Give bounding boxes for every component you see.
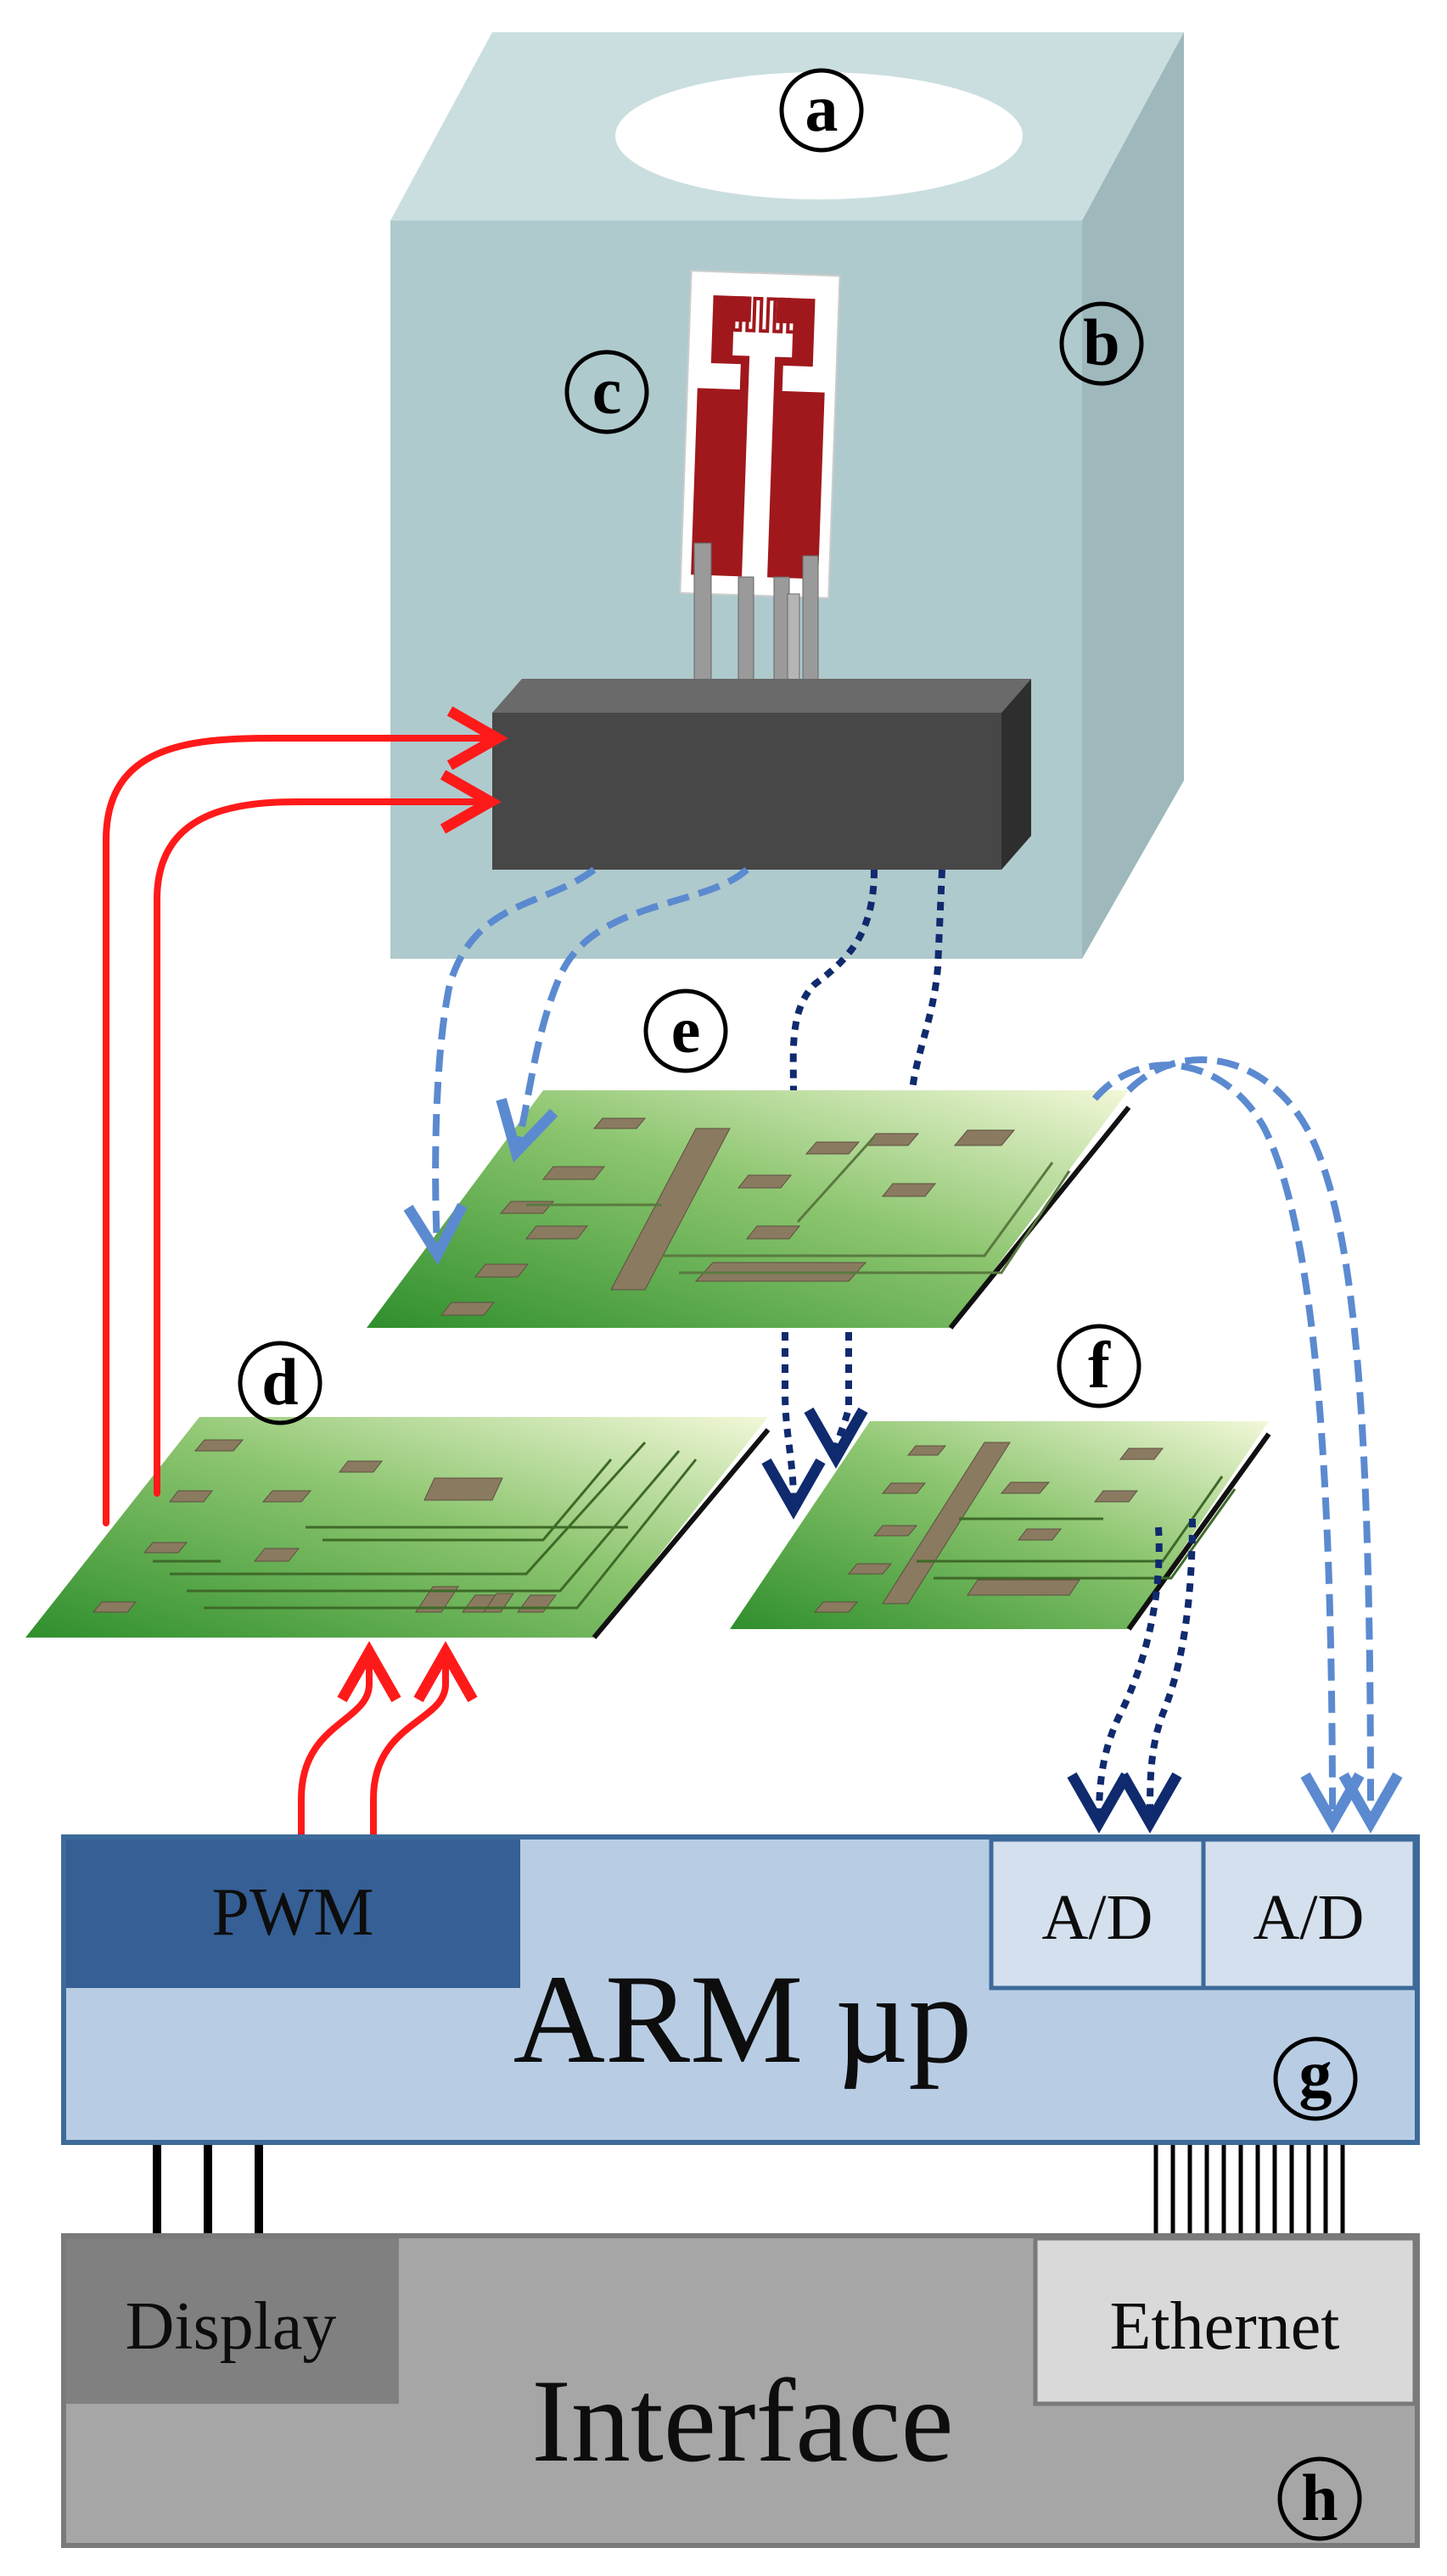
arm-processor: PWM A/D A/D ARM µp <box>61 1834 1420 2145</box>
svg-text:h: h <box>1301 2461 1338 2534</box>
svg-text:c: c <box>592 354 622 428</box>
db-arrow-adc1-2 <box>1118 1518 1196 1834</box>
lb-arrow-adc2-2 <box>1126 1056 1403 1834</box>
svg-text:e: e <box>671 993 701 1067</box>
db-arrow-f-2 <box>804 1332 868 1469</box>
adc-block-1 <box>989 1837 1206 1991</box>
svg-text:a: a <box>805 71 838 145</box>
connector-block <box>492 679 1031 870</box>
ethernet-block <box>1033 2236 1417 2406</box>
label-f: f <box>1057 1324 1141 1408</box>
arm-title: ARM µp <box>513 1949 973 2090</box>
sensor <box>679 270 841 722</box>
light-blue-arrows <box>403 866 1403 1834</box>
sensor-trace-left <box>691 295 752 577</box>
pcb-f <box>730 1421 1271 1631</box>
label-d: d <box>238 1341 322 1425</box>
pcb-d <box>25 1417 771 1639</box>
sensor-trace-right <box>767 297 825 580</box>
adc-label-1: A/D <box>1042 1882 1153 1953</box>
label-b: b <box>1059 301 1144 386</box>
db-arrow-adc1-1 <box>1067 1526 1163 1834</box>
pwm-label: PWM <box>211 1875 373 1950</box>
bus-ethernet <box>1153 2145 1345 2233</box>
interface-title: Interface <box>531 2355 953 2487</box>
db-arrow-e-1 <box>789 869 878 1091</box>
chamber-opening <box>615 72 1023 199</box>
adc-label-2: A/D <box>1254 1882 1365 1953</box>
interface: Display Ethernet Interface <box>61 2233 1420 2548</box>
sensor-meander <box>732 296 795 334</box>
lb-arrow-e-2 <box>496 866 749 1163</box>
display-block <box>66 2238 399 2404</box>
red-arrow-connector-2 <box>154 770 502 1497</box>
label-e: e <box>643 988 728 1073</box>
chamber-side-face <box>1082 32 1184 959</box>
pwm-block <box>66 1840 520 1988</box>
dark-blue-arrows <box>761 869 1196 1834</box>
ethernet-label: Ethernet <box>1110 2289 1340 2364</box>
svg-text:g: g <box>1299 2036 1332 2110</box>
pcb-e <box>367 1090 1131 1330</box>
svg-text:b: b <box>1083 305 1119 379</box>
sensor-pins <box>693 542 819 722</box>
adc-block-2 <box>1201 1837 1417 1991</box>
bus-display <box>153 2145 263 2233</box>
label-h: h <box>1277 2456 1362 2541</box>
label-a: a <box>779 68 864 153</box>
red-arrow-connector-1 <box>103 706 508 1526</box>
red-arrows <box>103 706 508 1853</box>
label-g: g <box>1273 2036 1358 2121</box>
red-arrow-pwm-2 <box>370 1641 478 1853</box>
svg-text:d: d <box>261 1345 298 1419</box>
circle-labels: a b c d e f g h <box>238 68 1362 2541</box>
db-arrow-f-1 <box>761 1332 826 1520</box>
svg-text:f: f <box>1088 1328 1111 1402</box>
display-label: Display <box>126 2289 337 2364</box>
label-c: c <box>564 350 649 434</box>
lb-arrow-e-1 <box>403 866 597 1265</box>
red-arrow-pwm-1 <box>298 1641 401 1853</box>
